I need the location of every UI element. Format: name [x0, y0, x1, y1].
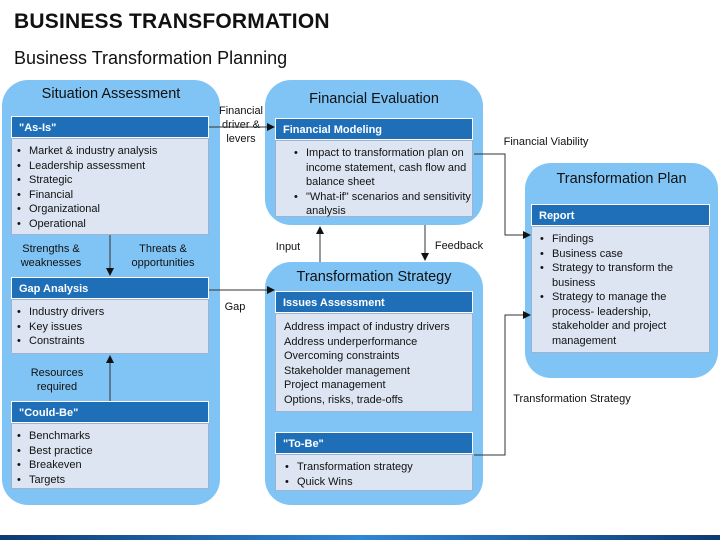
page-title: BUSINESS TRANSFORMATION: [14, 10, 330, 33]
list-item: Organizational: [17, 202, 208, 217]
transformation-strategy-title: Transformation Strategy: [296, 269, 452, 285]
to-be-header: "To-Be": [275, 432, 473, 454]
list-item: Transformation strategy: [285, 460, 472, 475]
list-item: Leadership assessment: [17, 159, 208, 174]
could-be-header: "Could-Be": [11, 401, 209, 423]
list-item: Quick Wins: [285, 475, 472, 490]
arrow-financial-viability: [474, 153, 531, 239]
list-item: Overcoming constraints: [284, 350, 400, 362]
issues-assessment-header: Issues Assessment: [275, 291, 473, 313]
situation-assessment-title: Situation Assessment: [41, 86, 181, 102]
list-item: Targets: [17, 473, 208, 488]
transformation-plan-title: Transformation Plan: [556, 171, 687, 187]
list-item: Breakeven: [17, 458, 208, 473]
transformation-strategy-connector-label: Transformation Strategy: [513, 393, 631, 405]
report-header: Report: [531, 204, 710, 226]
as-is-box: Market & industry analysis Leadership as…: [11, 138, 209, 235]
list-item: Address impact of industry drivers: [284, 321, 450, 333]
list-item: "What-if" scenarios and sensitivity anal…: [294, 190, 472, 219]
list-item: Key issues: [17, 320, 208, 335]
report-box: Findings Business case Strategy to trans…: [531, 226, 710, 353]
list-item: Best practice: [17, 444, 208, 459]
list-item: Strategy to transform the business: [540, 261, 703, 290]
financial-viability-label: Financial Viability: [503, 136, 589, 148]
financial-evaluation-title: Financial Evaluation: [309, 91, 439, 107]
gap-label: Gap: [224, 301, 246, 313]
list-item: Constraints: [17, 334, 208, 349]
list-item: Options, risks, trade-offs: [284, 393, 404, 406]
list-item: Industry drivers: [17, 305, 208, 320]
list-item: Findings: [540, 232, 703, 247]
page-subtitle: Business Transformation Planning: [14, 48, 288, 68]
resources-required-label: Resources required: [30, 367, 84, 393]
strengths-weaknesses-label: Strengths & weaknesses: [20, 243, 82, 269]
footer-bar: [0, 535, 720, 540]
to-be-box: Transformation strategy Quick Wins: [275, 454, 473, 491]
list-item: Benchmarks: [17, 429, 208, 444]
arrow-strategy-to-plan: [474, 311, 531, 456]
gap-analysis-header: Gap Analysis: [11, 277, 209, 299]
list-item: Strategic: [17, 173, 208, 188]
as-is-header: "As-Is": [11, 116, 209, 138]
list-item: Financial: [17, 188, 208, 203]
gap-analysis-box: Industry drivers Key issues Constraints: [11, 299, 209, 354]
list-item: Address underperformance: [284, 335, 418, 348]
financial-modeling-box: Impact to transformation plan on income …: [275, 140, 473, 217]
list-item: Business case: [540, 247, 703, 262]
issues-assessment-box: Address impact of industry drivers Addre…: [275, 313, 473, 412]
list-item: Strategy to manage the process- leadersh…: [540, 290, 703, 348]
input-label: Input: [275, 241, 301, 253]
financial-driver-label: Financial driver & levers: [218, 105, 264, 145]
could-be-box: Benchmarks Best practice Breakeven Targe…: [11, 423, 209, 489]
financial-modeling-header: Financial Modeling: [275, 118, 473, 140]
list-item: Market & industry analysis: [17, 144, 208, 159]
feedback-label: Feedback: [434, 240, 484, 252]
list-item: Operational: [17, 217, 208, 232]
list-item: Project management: [284, 379, 386, 391]
list-item: Impact to transformation plan on income …: [294, 146, 472, 190]
list-item: Stakeholder management: [284, 364, 410, 377]
threats-opportunities-label: Threats & opportunities: [131, 243, 195, 269]
